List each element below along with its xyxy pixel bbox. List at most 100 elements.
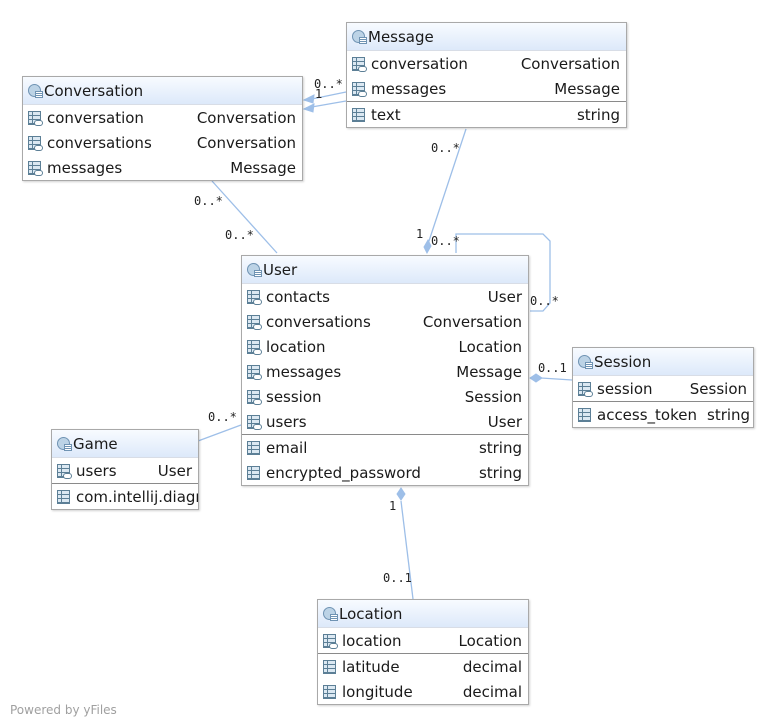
class-node-message[interactable]: Message conversation Conversation messag… bbox=[346, 22, 627, 128]
node-header: Session bbox=[573, 348, 753, 376]
node-header: Conversation bbox=[23, 77, 302, 105]
attribute-name: text bbox=[371, 105, 401, 124]
node-header: Message bbox=[347, 23, 626, 51]
attribute-name: longitude bbox=[342, 682, 413, 701]
attribute-row[interactable]: access_token string bbox=[573, 402, 753, 427]
multiplicity-label: 1 bbox=[416, 227, 424, 241]
class-node-user[interactable]: User contacts User conversations Convers… bbox=[241, 255, 529, 486]
field-row[interactable]: conversation Conversation bbox=[23, 105, 302, 130]
arrowhead-conversation-2 bbox=[302, 103, 315, 113]
attribute-row[interactable]: com.intellij.diagra bbox=[52, 484, 198, 509]
node-title: Game bbox=[73, 434, 118, 453]
class-node-game[interactable]: Game users User com.intellij.diagra bbox=[51, 429, 199, 510]
field-type: Conversation bbox=[196, 108, 296, 127]
edge-game-user bbox=[197, 424, 242, 442]
multiplicity-label: 0..* bbox=[194, 194, 223, 208]
attribute-row[interactable]: text string bbox=[347, 102, 626, 127]
diamond-user-session bbox=[529, 373, 543, 383]
node-title: User bbox=[263, 260, 298, 279]
field-name: users bbox=[76, 461, 117, 480]
attributes-section: text string bbox=[347, 101, 626, 127]
attribute-type: string bbox=[707, 405, 751, 424]
multiplicity-label: 1 bbox=[389, 499, 397, 513]
field-icon bbox=[352, 107, 365, 122]
attributes-section: email string encrypted_password string bbox=[242, 434, 528, 485]
attribute-row[interactable]: email string bbox=[242, 435, 528, 460]
field-name: messages bbox=[266, 362, 342, 381]
field-icon bbox=[578, 407, 591, 422]
field-name: session bbox=[266, 387, 322, 406]
link-field-icon bbox=[247, 339, 262, 355]
multiplicity-label: 0..* bbox=[225, 228, 254, 242]
field-type: Location bbox=[458, 631, 522, 650]
class-icon bbox=[247, 263, 262, 277]
attribute-type: decimal bbox=[462, 657, 522, 676]
multiplicity-label: 0..* bbox=[530, 294, 559, 308]
field-name: conversation bbox=[371, 54, 468, 73]
attributes-section: com.intellij.diagra bbox=[52, 483, 198, 509]
field-type: Message bbox=[554, 79, 620, 98]
field-row[interactable]: messages Message bbox=[347, 76, 626, 101]
attribute-name: email bbox=[266, 438, 308, 457]
field-icon bbox=[323, 659, 336, 674]
attribute-row[interactable]: latitude decimal bbox=[318, 654, 528, 679]
node-title: Location bbox=[339, 604, 403, 623]
fields-section: conversation Conversation conversations … bbox=[23, 105, 302, 180]
field-type: Message bbox=[456, 362, 522, 381]
node-header: Game bbox=[52, 430, 198, 458]
edge-user-session bbox=[540, 377, 573, 381]
field-row[interactable]: session Session bbox=[573, 376, 753, 401]
node-header: User bbox=[242, 256, 528, 284]
edge-message-user bbox=[426, 128, 467, 248]
link-field-icon bbox=[57, 463, 72, 479]
field-icon bbox=[247, 465, 260, 480]
field-icon bbox=[247, 440, 260, 455]
field-name: users bbox=[266, 412, 307, 431]
yfiles-watermark: Powered by yFiles bbox=[10, 703, 117, 717]
field-type: Conversation bbox=[520, 54, 620, 73]
attributes-section: latitude decimal longitude decimal bbox=[318, 653, 528, 704]
field-row[interactable]: conversations Conversation bbox=[23, 130, 302, 155]
multiplicity-label: 0..* bbox=[431, 234, 460, 248]
field-row[interactable]: conversation Conversation bbox=[347, 51, 626, 76]
link-field-icon bbox=[28, 135, 43, 151]
field-name: messages bbox=[47, 158, 123, 177]
field-row[interactable]: messages Message bbox=[23, 155, 302, 180]
node-header: Location bbox=[318, 600, 528, 628]
field-type: User bbox=[487, 287, 522, 306]
node-title: Conversation bbox=[44, 81, 144, 100]
link-field-icon bbox=[247, 314, 262, 330]
fields-section: location Location bbox=[318, 628, 528, 653]
attribute-type: string bbox=[478, 438, 522, 457]
field-name: conversations bbox=[266, 312, 371, 331]
class-icon bbox=[578, 355, 593, 369]
field-row[interactable]: location Location bbox=[242, 334, 528, 359]
attribute-row[interactable]: longitude decimal bbox=[318, 679, 528, 704]
attribute-name: encrypted_password bbox=[266, 463, 421, 482]
class-icon bbox=[352, 30, 367, 44]
fields-section: users User bbox=[52, 458, 198, 483]
class-icon bbox=[57, 437, 72, 451]
field-row[interactable]: users User bbox=[52, 458, 198, 483]
edge-user-self bbox=[455, 233, 551, 312]
field-row[interactable]: messages Message bbox=[242, 359, 528, 384]
diamond-user-location bbox=[396, 487, 406, 501]
field-row[interactable]: location Location bbox=[318, 628, 528, 653]
class-node-session[interactable]: Session session Session access_token str… bbox=[572, 347, 754, 428]
field-row[interactable]: session Session bbox=[242, 384, 528, 409]
class-node-conversation[interactable]: Conversation conversation Conversation c… bbox=[22, 76, 303, 181]
field-icon bbox=[57, 489, 70, 504]
field-row[interactable]: users User bbox=[242, 409, 528, 434]
field-row[interactable]: contacts User bbox=[242, 284, 528, 309]
attribute-type: string bbox=[576, 105, 620, 124]
class-icon bbox=[28, 84, 43, 98]
attribute-row[interactable]: encrypted_password string bbox=[242, 460, 528, 485]
class-node-location[interactable]: Location location Location latitude deci… bbox=[317, 599, 529, 705]
multiplicity-label: 0..* bbox=[208, 410, 237, 424]
attribute-type: decimal bbox=[462, 682, 522, 701]
field-row[interactable]: conversations Conversation bbox=[242, 309, 528, 334]
field-type: Session bbox=[464, 387, 522, 406]
edge-user-location bbox=[400, 500, 414, 600]
multiplicity-label: 0..* bbox=[314, 77, 343, 91]
field-type: Conversation bbox=[422, 312, 522, 331]
